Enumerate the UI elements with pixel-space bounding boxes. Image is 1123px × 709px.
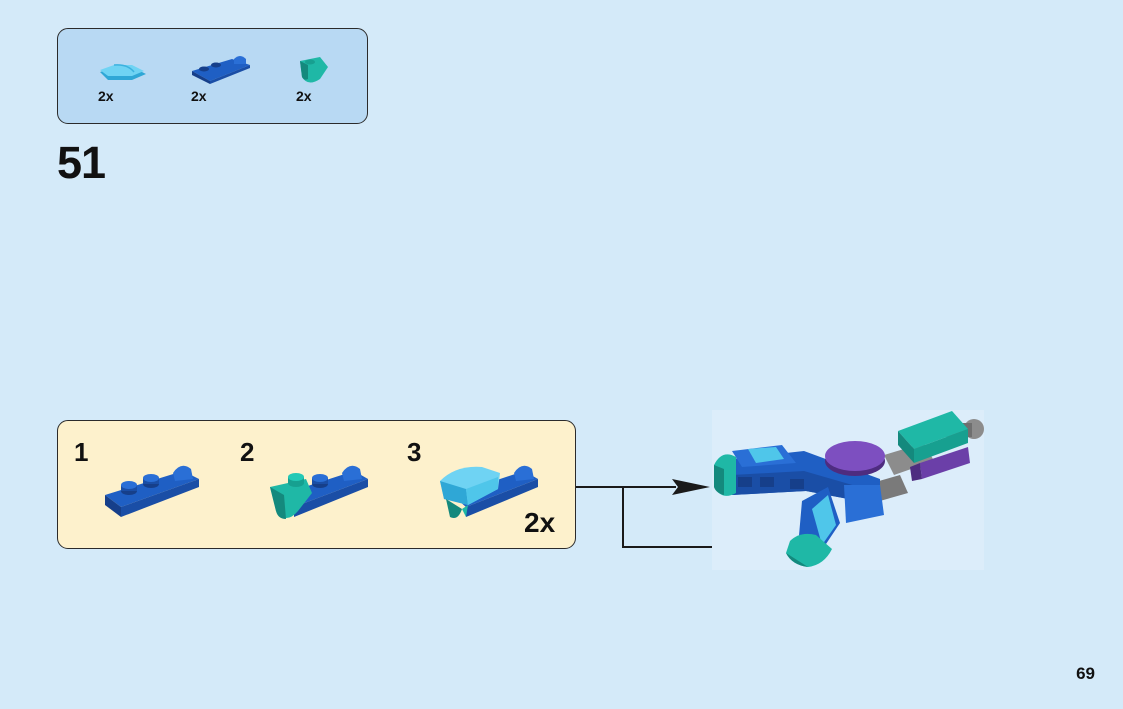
substep-label: 3 xyxy=(407,437,422,467)
part-quantity: 2x xyxy=(98,88,114,104)
light-aqua-curved-slope-icon xyxy=(100,64,146,80)
substep-label: 1 xyxy=(74,437,89,467)
substep-3-curved-slope-illustration xyxy=(440,465,538,518)
parts-list-callout: 2x 2x 2x xyxy=(57,28,368,124)
part-quantity: 2x xyxy=(191,88,207,104)
substep-1-blue-plate-illustration xyxy=(105,465,199,517)
part-quantity: 2x xyxy=(296,88,312,104)
substep-2-teal-tooth-illustration xyxy=(270,465,368,519)
substep-label: 2 xyxy=(240,437,255,467)
arrow-right-icon xyxy=(672,479,710,495)
page-number: 69 xyxy=(1076,664,1095,683)
teal-tooth-plate-icon xyxy=(300,57,328,83)
substep-multiplier: 2x xyxy=(524,507,556,538)
step-number: 51 xyxy=(57,137,106,188)
sub-assembly-callout: 1 2 3 2x xyxy=(57,420,576,549)
blue-plate-with-clip-icon xyxy=(192,56,250,84)
assembled-model-illustration xyxy=(714,411,984,567)
